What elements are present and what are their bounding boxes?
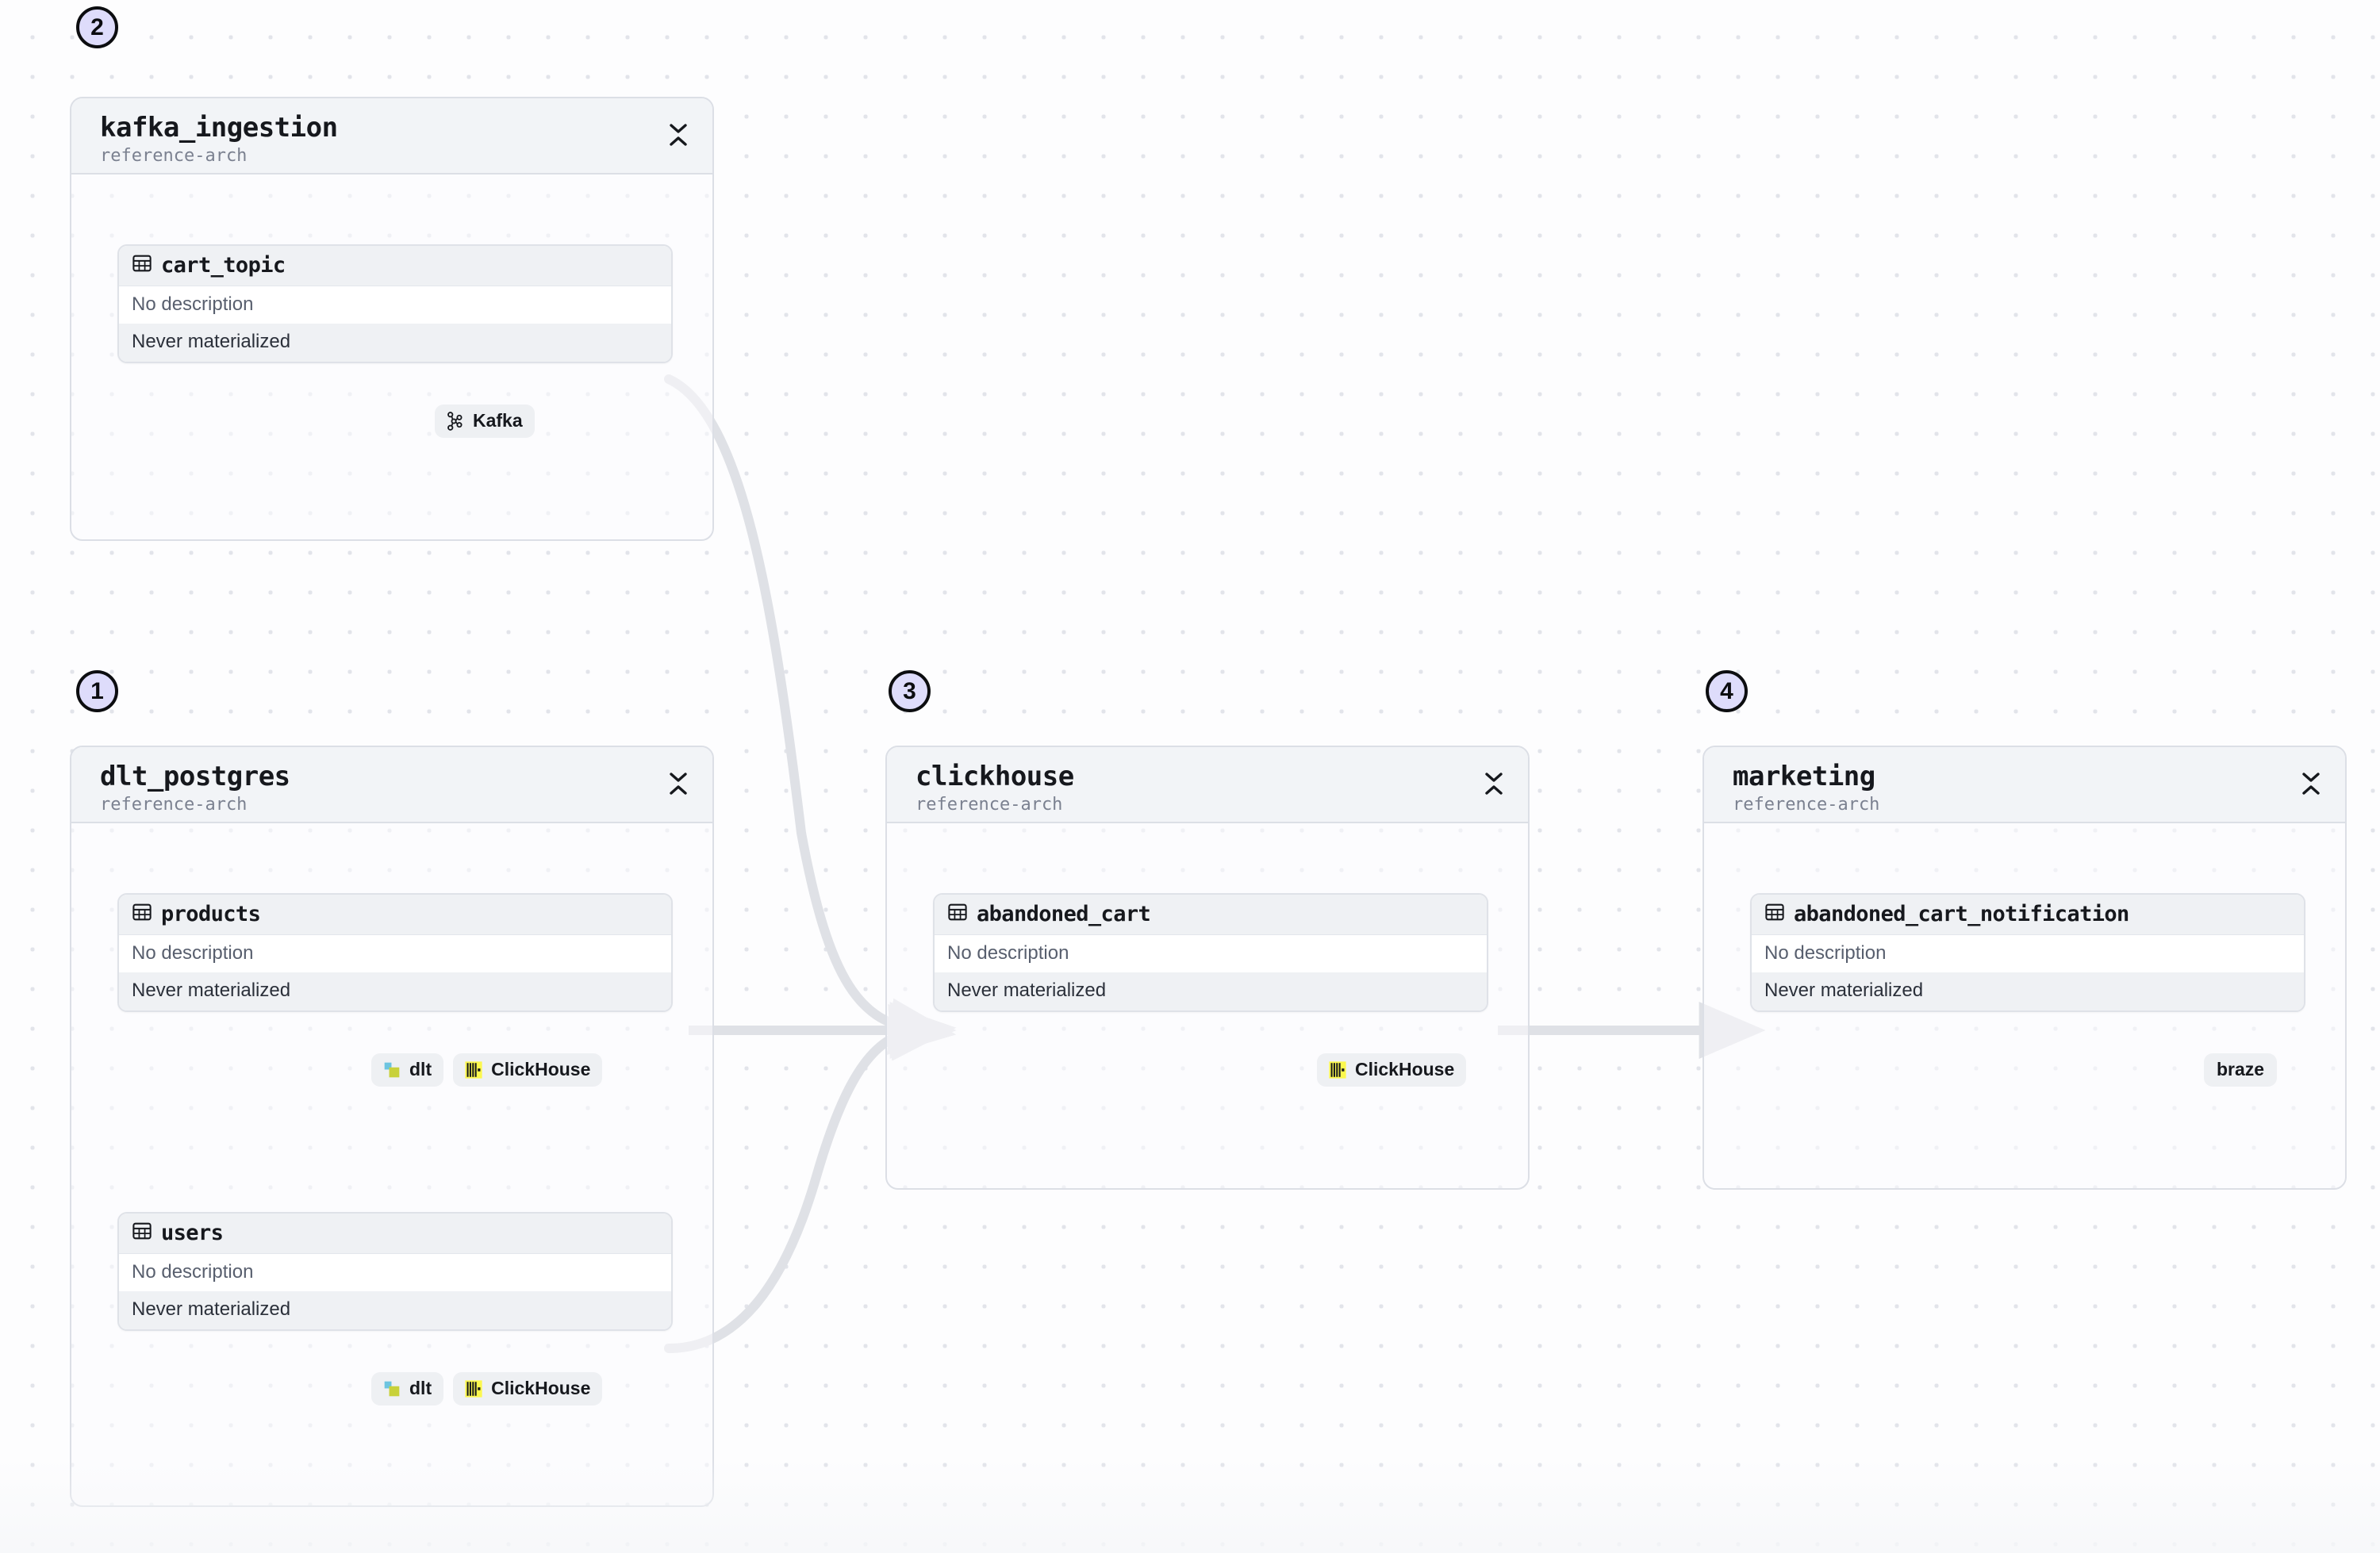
model-materialization: Never materialized [935, 972, 1487, 1010]
order-badge-clickhouse[interactable]: 3 [889, 670, 931, 712]
tool-badge-kafka[interactable]: Kafka [435, 405, 535, 438]
kafka-icon [445, 411, 466, 431]
table-icon [1764, 902, 1785, 926]
model-node-header: products [119, 895, 671, 935]
model-materialization: Never materialized [1752, 972, 2304, 1010]
chevron-up-icon [1485, 785, 1503, 795]
model-name: products [161, 902, 261, 926]
clickhouse-icon [463, 1379, 484, 1399]
group-title: kafka_ingestion [100, 112, 338, 144]
group-card-marketing[interactable]: marketing reference-arch [1702, 746, 2347, 1190]
group-title: dlt_postgres [100, 761, 290, 792]
model-materialization: Never materialized [119, 324, 671, 362]
model-description: No description [935, 935, 1487, 972]
group-body-kafka-ingestion: cart_topic No description Never material… [71, 174, 712, 539]
chevron-up-icon [2302, 785, 2320, 795]
group-subtitle: reference-arch [100, 795, 248, 815]
model-node-abandoned-cart-notification[interactable]: abandoned_cart_notification No descripti… [1750, 893, 2305, 1012]
order-badge-kafka-ingestion[interactable]: 2 [76, 6, 118, 48]
model-node-header: users [119, 1214, 671, 1254]
group-header-text: kafka_ingestion reference-arch [100, 112, 338, 168]
group-title: marketing [1733, 761, 1875, 792]
group-header-text: clickhouse reference-arch [916, 761, 1074, 817]
model-description: No description [119, 286, 671, 324]
tool-badge-clickhouse[interactable]: ClickHouse [453, 1372, 603, 1405]
group-card-dlt-postgres[interactable]: dlt_postgres reference-arch [70, 746, 714, 1507]
group-title: clickhouse [916, 761, 1074, 792]
group-card-kafka-ingestion[interactable]: kafka_ingestion reference-arch [70, 97, 714, 541]
tool-badge-clickhouse[interactable]: ClickHouse [1317, 1053, 1467, 1087]
model-materialization: Never materialized [119, 972, 671, 1010]
badge-row-abandoned-cart: ClickHouse [1317, 1053, 1467, 1087]
table-icon [132, 253, 152, 278]
group-header-kafka-ingestion[interactable]: kafka_ingestion reference-arch [71, 98, 712, 174]
tool-badge-label: ClickHouse [1355, 1059, 1455, 1079]
badge-row-products: dlt ClickHouse [371, 1053, 603, 1087]
model-name: cart_topic [161, 253, 286, 278]
group-header-clickhouse[interactable]: clickhouse reference-arch [887, 747, 1528, 823]
tool-badge-label: braze [2217, 1059, 2265, 1079]
badge-row-abandoned-cart-notification: braze [2204, 1053, 2278, 1087]
model-node-cart-topic[interactable]: cart_topic No description Never material… [117, 244, 673, 363]
tool-badge-label: dlt [409, 1378, 432, 1398]
tool-badge-label: dlt [409, 1059, 432, 1079]
group-header-text: dlt_postgres reference-arch [100, 761, 290, 817]
clickhouse-icon [1327, 1060, 1348, 1080]
collapse-toggle-button[interactable] [665, 117, 692, 152]
table-icon [132, 1221, 152, 1245]
model-name: users [161, 1221, 224, 1245]
group-subtitle: reference-arch [1733, 795, 1880, 815]
group-card-clickhouse[interactable]: clickhouse reference-arch [885, 746, 1530, 1190]
model-description: No description [1752, 935, 2304, 972]
tool-badge-dlt[interactable]: dlt [371, 1053, 444, 1087]
dlt-icon [382, 1060, 402, 1080]
model-name: abandoned_cart [977, 902, 1151, 926]
tool-badge-label: ClickHouse [491, 1378, 591, 1398]
model-node-header: cart_topic [119, 246, 671, 286]
tool-badge-label: Kafka [473, 410, 523, 431]
chevron-up-icon [670, 136, 687, 146]
group-body-marketing: abandoned_cart_notification No descripti… [1704, 823, 2345, 1188]
model-node-products[interactable]: products No description Never materializ… [117, 893, 673, 1012]
model-description: No description [119, 1254, 671, 1291]
group-header-text: marketing reference-arch [1733, 761, 1879, 817]
clickhouse-icon [463, 1060, 484, 1080]
group-header-dlt-postgres[interactable]: dlt_postgres reference-arch [71, 747, 712, 823]
tool-badge-dlt[interactable]: dlt [371, 1372, 444, 1405]
model-materialization: Never materialized [119, 1291, 671, 1329]
model-name: abandoned_cart_notification [1794, 902, 2129, 926]
group-body-dlt-postgres: products No description Never materializ… [71, 823, 712, 1505]
collapse-toggle-button[interactable] [665, 766, 692, 801]
chevron-down-icon [670, 773, 687, 782]
order-badge-marketing[interactable]: 4 [1706, 670, 1748, 712]
chevron-down-icon [2302, 773, 2320, 782]
chevron-down-icon [1485, 773, 1503, 782]
order-badge-dlt-postgres[interactable]: 1 [76, 670, 118, 712]
badge-row-cart-topic: Kafka [435, 405, 535, 438]
collapse-toggle-button[interactable] [1480, 766, 1507, 801]
collapse-toggle-button[interactable] [2297, 766, 2324, 801]
group-subtitle: reference-arch [916, 795, 1063, 815]
tool-badge-label: ClickHouse [491, 1059, 591, 1079]
dlt-icon [382, 1379, 402, 1399]
chevron-up-icon [670, 785, 687, 795]
chevron-down-icon [670, 124, 687, 133]
tool-badge-braze[interactable]: braze [2204, 1053, 2278, 1087]
tool-badge-clickhouse[interactable]: ClickHouse [453, 1053, 603, 1087]
group-subtitle: reference-arch [100, 146, 248, 167]
model-node-users[interactable]: users No description Never materialized [117, 1212, 673, 1331]
group-header-marketing[interactable]: marketing reference-arch [1704, 747, 2345, 823]
group-body-clickhouse: abandoned_cart No description Never mate… [887, 823, 1528, 1188]
model-node-header: abandoned_cart [935, 895, 1487, 935]
model-node-abandoned-cart[interactable]: abandoned_cart No description Never mate… [933, 893, 1488, 1012]
model-node-header: abandoned_cart_notification [1752, 895, 2304, 935]
table-icon [132, 902, 152, 926]
table-icon [947, 902, 968, 926]
badge-row-users: dlt ClickHouse [371, 1372, 603, 1405]
model-description: No description [119, 935, 671, 972]
